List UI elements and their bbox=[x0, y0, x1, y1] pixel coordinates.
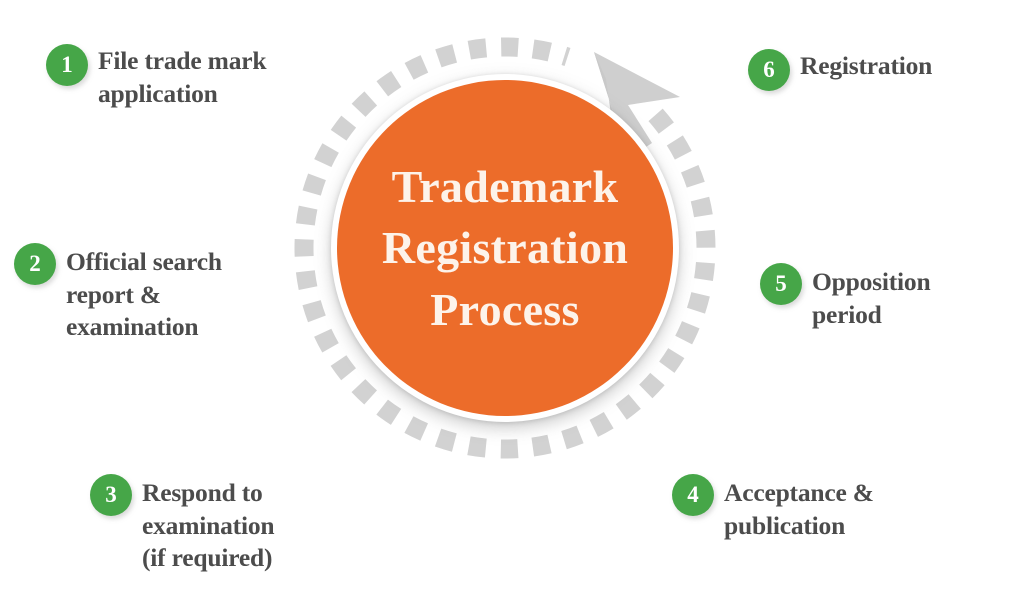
step-3-label: Respond to examination (if required) bbox=[142, 478, 275, 573]
step-2-label: Official search report & examination bbox=[66, 247, 222, 342]
step-3[interactable]: 3 Respond to examination (if required) bbox=[90, 474, 380, 575]
core-title-line-3: Process bbox=[430, 283, 580, 335]
step-2[interactable]: 2 Official search report & examination bbox=[14, 243, 304, 344]
step-6[interactable]: 6 Registration bbox=[748, 47, 1024, 91]
step-3-number-badge: 3 bbox=[90, 474, 132, 516]
step-4-number-badge: 4 bbox=[672, 474, 714, 516]
step-4[interactable]: 4 Acceptance & publication bbox=[672, 474, 972, 542]
step-2-number-badge: 2 bbox=[14, 243, 56, 285]
step-5-number-badge: 5 bbox=[760, 263, 802, 305]
step-1-label: File trade mark application bbox=[98, 46, 267, 108]
core-circle: Trademark Registration Process bbox=[337, 80, 673, 416]
process-cycle-wheel: Trademark Registration Process bbox=[276, 19, 734, 477]
step-6-number-badge: 6 bbox=[748, 49, 790, 91]
step-1[interactable]: 1 File trade mark application bbox=[46, 42, 346, 110]
core-title-line-1: Trademark bbox=[391, 161, 619, 213]
step-5[interactable]: 5 Opposition period bbox=[760, 263, 1024, 331]
step-6-label: Registration bbox=[800, 51, 933, 80]
step-1-number-badge: 1 bbox=[46, 44, 88, 86]
step-4-label: Acceptance & publication bbox=[724, 478, 874, 540]
core-title-line-2: Registration bbox=[381, 222, 629, 274]
step-5-label: Opposition period bbox=[812, 267, 931, 329]
